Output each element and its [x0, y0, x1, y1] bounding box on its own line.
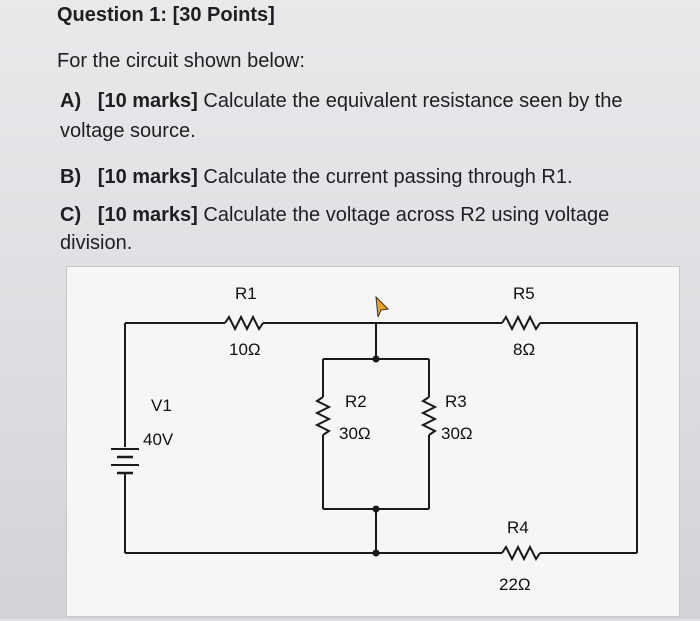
circuit-figure: R1 10Ω R5 8Ω R2 30Ω R3 30Ω R4 22Ω V1 40V: [66, 266, 680, 617]
part-a-text: Calculate the equivalent resistance seen…: [203, 90, 623, 112]
r2-name: R2: [345, 392, 367, 411]
r4-value: 22Ω: [499, 575, 531, 594]
v1-value: 40V: [143, 430, 174, 449]
r5-name: R5: [513, 284, 535, 303]
r5-value: 8Ω: [513, 340, 535, 359]
cursor-arrow-icon: [375, 295, 390, 318]
r3-name: R3: [445, 392, 467, 411]
question-title: Question 1: [30 Points]: [57, 4, 275, 26]
part-a: A) [10 marks] Calculate the equivalent r…: [60, 90, 623, 113]
part-b-marks: [10 marks]: [97, 166, 198, 188]
junction-dots: [372, 355, 380, 557]
question-intro: For the circuit shown below:: [57, 50, 305, 72]
part-b-tag: B): [60, 166, 82, 188]
r2-value: 30Ω: [339, 424, 371, 443]
junction-ground: [372, 549, 380, 557]
part-c: C) [10 marks] Calculate the voltage acro…: [60, 204, 609, 227]
battery-symbol: [111, 448, 139, 479]
r1-name: R1: [235, 284, 257, 303]
junction-top: [372, 355, 380, 363]
circuit-wires: [124, 314, 638, 562]
circuit-diagram: R1 10Ω R5 8Ω R2 30Ω R3 30Ω R4 22Ω V1 40V: [111, 284, 638, 594]
part-c-continued: division.: [60, 232, 133, 254]
part-c-tag: C): [60, 204, 82, 226]
part-a-continued: voltage source.: [60, 120, 196, 142]
part-c-text: Calculate the voltage across R2 using vo…: [203, 204, 610, 226]
part-c-marks: [10 marks]: [97, 204, 198, 226]
r3-value: 30Ω: [441, 424, 473, 443]
part-a-marks: [10 marks]: [97, 90, 198, 112]
part-a-tag: A): [60, 90, 82, 112]
part-b: B) [10 marks] Calculate the current pass…: [60, 166, 573, 189]
r1-value: 10Ω: [229, 340, 261, 359]
r4-name: R4: [507, 518, 529, 537]
junction-bottom: [372, 505, 380, 513]
part-b-text: Calculate the current passing through R1…: [203, 166, 573, 188]
v1-name: V1: [151, 396, 172, 415]
